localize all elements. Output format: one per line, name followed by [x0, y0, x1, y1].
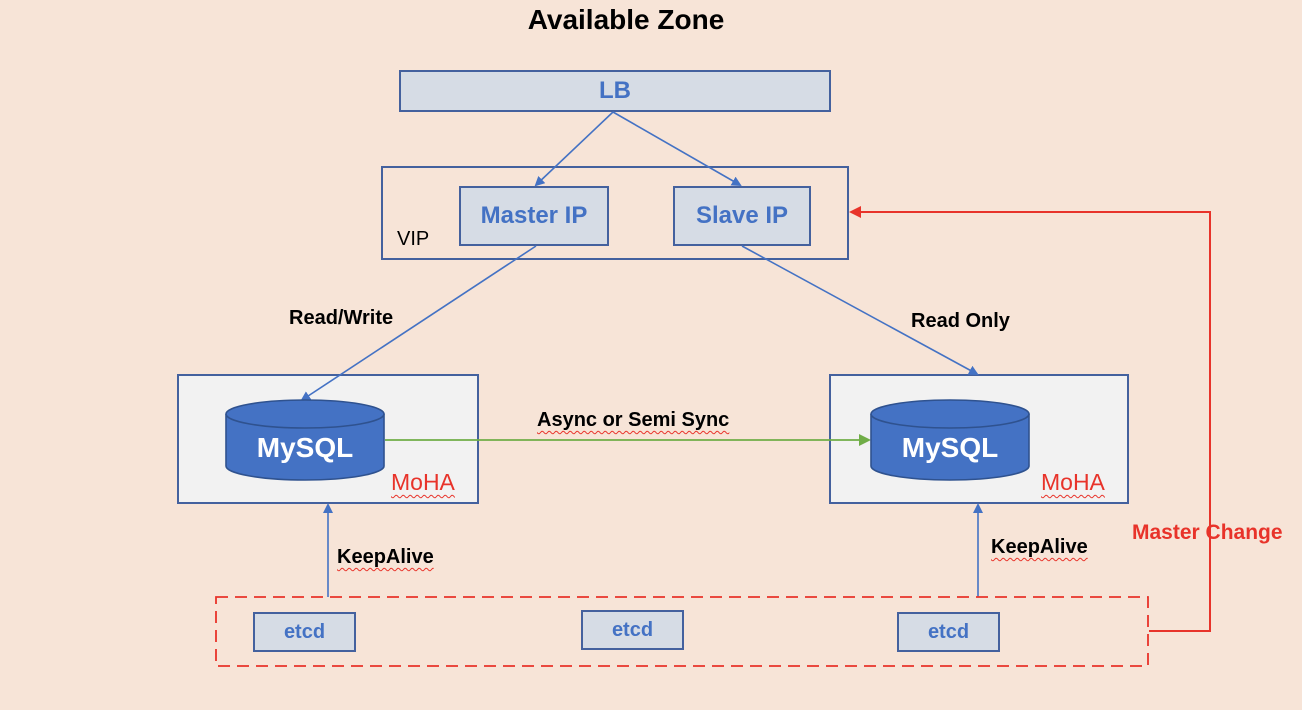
lb-to-slave-arrow — [612, 111, 742, 186]
mysql-left-cylinder: MySQL — [225, 399, 385, 481]
etcd-cluster-frame — [215, 596, 1149, 667]
etcd-node-1: etcd — [253, 612, 356, 652]
vip-label: VIP — [397, 228, 430, 250]
keepalive-right-label: KeepAlive — [991, 536, 1088, 558]
lb-to-master-arrow — [534, 111, 614, 187]
master-to-mysql-left-arrow — [300, 245, 537, 402]
replication-label-text: Async or Semi Sync — [537, 409, 730, 431]
replication-label: Async or Semi Sync — [537, 409, 729, 432]
slave-ip-box: Slave IP — [673, 186, 811, 246]
mysql-right-label: MySQL — [902, 432, 998, 463]
etcd-node-3: etcd — [897, 612, 1000, 652]
read-only-label: Read Only — [911, 310, 1010, 332]
master-change-label: Master Change — [1132, 521, 1283, 544]
keepalive-left-label: KeepAlive — [337, 546, 434, 568]
moha-left-label: MoHA — [391, 469, 455, 495]
diagram-title: Available Zone — [527, 4, 725, 35]
slave-to-mysql-right-arrow — [741, 245, 979, 375]
mysql-right-cylinder: MySQL — [870, 399, 1030, 481]
mysql-left-label: MySQL — [257, 432, 353, 463]
read-write-label: Read/Write — [289, 307, 394, 329]
master-change-arrow — [849, 206, 1211, 632]
vip-group — [381, 166, 849, 260]
etcd-node-2: etcd — [581, 610, 684, 650]
moha-right-label: MoHA — [1041, 469, 1105, 495]
load-balancer-box: LB — [399, 70, 831, 112]
master-ip-box: Master IP — [459, 186, 609, 246]
